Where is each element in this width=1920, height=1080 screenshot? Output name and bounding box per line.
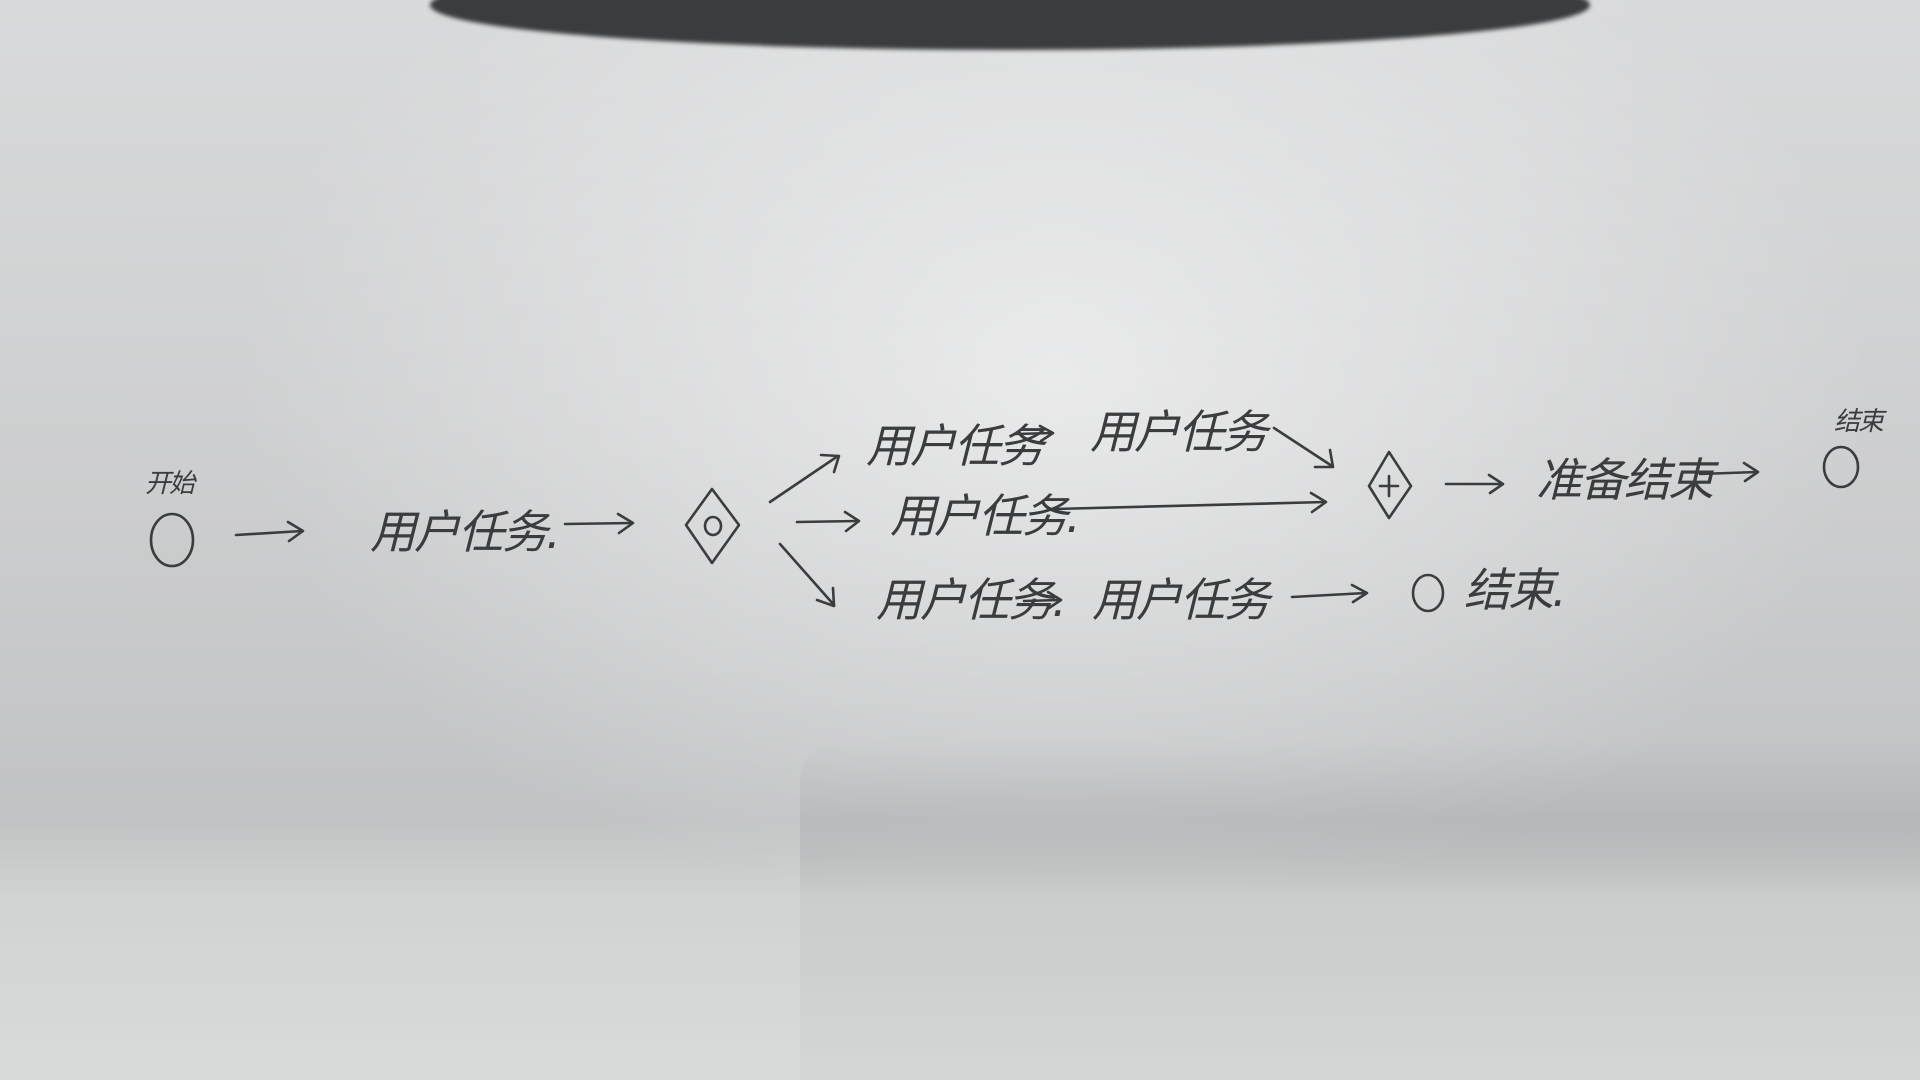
- arrow-bottom-a-to-bottom-b: [1022, 590, 1063, 610]
- task1-label: 用户任务.: [370, 505, 559, 559]
- arrow-middle-to-parallel-gateway: [1053, 491, 1328, 514]
- arrow-top-a-to-top-b: [1014, 424, 1055, 443]
- end-event-label: 结束: [1834, 407, 1887, 437]
- arrow-gateway-to-middle-branch: [795, 510, 861, 533]
- parallel-gateway: [1367, 450, 1413, 520]
- arrow-gateway-to-prepare-end: [1444, 473, 1505, 495]
- arrow-top-b-to-parallel-gateway: [1272, 426, 1335, 469]
- arrow-prepare-end-to-end: [1698, 461, 1760, 483]
- top-branch-task-b-label: 用户任务: [1090, 405, 1272, 459]
- bottom-light-area: [0, 820, 1920, 1080]
- start-event-circle: [149, 512, 195, 568]
- end-event-circle: [1822, 445, 1860, 489]
- arrow-gateway-to-bottom-branch: [778, 542, 836, 608]
- top-branch-task-a-label: 用户任务: [866, 419, 1048, 473]
- start-event-label: 开始: [145, 469, 197, 499]
- exclusive-gateway-marker: [703, 515, 723, 537]
- arrow-gateway-to-top-branch: [768, 453, 841, 504]
- bottom-branch-end-label: 结束.: [1464, 563, 1565, 617]
- bottom-branch-end-circle: [1411, 573, 1445, 613]
- arrow-start-to-task1: [234, 520, 305, 543]
- middle-branch-task-label: 用户任务.: [890, 489, 1079, 543]
- exclusive-gateway: [684, 487, 741, 565]
- arrow-bottom-b-to-end: [1290, 583, 1369, 604]
- parallel-gateway-marker: [1378, 474, 1400, 498]
- bottom-branch-task-b-label: 用户任务: [1092, 573, 1274, 627]
- prepare-end-label: 准备结束: [1536, 453, 1720, 507]
- arrow-task1-to-gateway: [563, 512, 635, 535]
